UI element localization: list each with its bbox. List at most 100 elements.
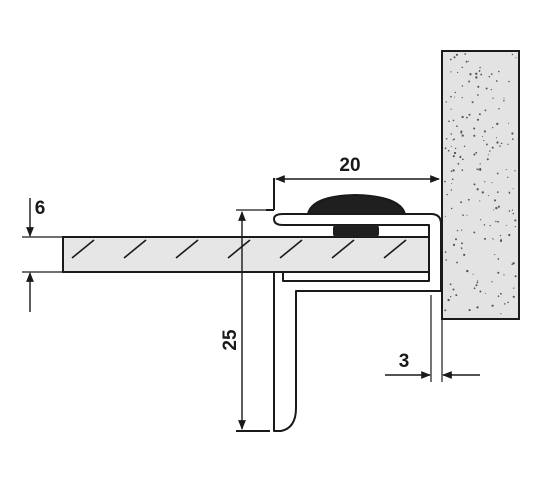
speckle-dot — [460, 130, 463, 133]
speckle-dot — [507, 176, 509, 178]
speckle-dot — [450, 189, 453, 191]
speckle-dot — [461, 134, 464, 137]
speckle-dot — [454, 96, 456, 98]
height-label: 25 — [220, 329, 241, 351]
speckle-dot — [461, 169, 464, 171]
speckle-dot — [476, 188, 479, 191]
speckle-dot — [512, 295, 515, 298]
speckle-dot — [450, 108, 452, 110]
speckle-dot — [495, 206, 498, 210]
speckle-dot — [468, 309, 471, 312]
speckle-dot — [454, 91, 456, 94]
speckle-dot — [481, 191, 484, 194]
speckle-dot — [486, 158, 489, 161]
wall-texture — [444, 53, 517, 315]
speckle-dot — [497, 271, 500, 274]
speckle-dot — [500, 238, 502, 241]
speckle-dot — [499, 239, 503, 243]
speckle-dot — [515, 57, 517, 59]
speckle-dot — [491, 304, 494, 307]
speckle-dot — [453, 151, 457, 155]
speckle-dot — [480, 219, 482, 221]
speckle-dot — [498, 107, 500, 110]
speckle-dot — [473, 127, 476, 130]
speckle-dot — [485, 143, 488, 146]
speckle-dot — [508, 210, 511, 212]
speckle-dot — [461, 242, 463, 245]
speckle-dot — [452, 243, 456, 246]
speckle-dot — [450, 145, 452, 147]
speckle-dot — [456, 261, 458, 264]
speckle-dot — [450, 71, 452, 73]
floor-board — [62, 236, 432, 273]
speckle-dot — [478, 70, 480, 72]
speckle-dot — [495, 137, 498, 139]
hatch-line — [331, 239, 355, 259]
speckle-dot — [503, 274, 505, 276]
hatch-line — [175, 239, 199, 259]
speckle-dot — [444, 309, 447, 312]
wall-block — [441, 50, 520, 320]
speckle-dot — [451, 183, 453, 185]
speckle-dot — [508, 233, 511, 237]
speckle-dot — [483, 139, 485, 142]
speckle-dot — [495, 80, 498, 82]
speckle-dot — [452, 169, 455, 172]
speckle-dot — [456, 71, 459, 74]
speckle-dot — [514, 219, 517, 222]
speckle-dot — [508, 122, 510, 124]
speckle-dot — [479, 169, 482, 171]
speckle-dot — [461, 66, 464, 69]
speckle-dot — [493, 199, 497, 202]
speckle-dot — [503, 303, 506, 305]
speckle-dot — [447, 298, 450, 302]
seal-dome — [306, 193, 407, 215]
speckle-dot — [491, 146, 494, 149]
seal-foot — [333, 225, 379, 237]
speckle-dot — [512, 262, 515, 265]
speckle-dot — [452, 155, 455, 158]
speckle-dot — [449, 283, 452, 286]
dimension-height: 25 — [220, 209, 270, 432]
speckle-dot — [508, 80, 510, 83]
speckle-dot — [496, 122, 499, 126]
speckle-dot — [503, 97, 505, 99]
hatch-line — [123, 239, 147, 259]
speckle-dot — [499, 234, 502, 237]
speckle-dot — [473, 231, 476, 234]
speckle-dot — [497, 205, 500, 208]
speckle-dot — [461, 97, 463, 99]
speckle-dot — [456, 229, 459, 232]
speckle-dot — [460, 201, 463, 204]
hatch-line — [383, 239, 407, 259]
speckle-dot — [496, 141, 499, 144]
speckle-dot — [479, 163, 481, 165]
speckle-dot — [500, 292, 502, 295]
speckle-dot — [480, 73, 483, 76]
speckle-dot — [451, 178, 454, 180]
speckle-dot — [500, 313, 502, 315]
speckle-dot — [506, 224, 508, 227]
speckle-dot — [494, 254, 496, 256]
speckle-dot — [444, 215, 446, 217]
speckle-dot — [475, 284, 478, 287]
speckle-dot — [465, 60, 468, 63]
speckle-dot — [467, 60, 470, 62]
hatch-line — [279, 239, 303, 259]
speckle-dot — [466, 269, 469, 273]
speckle-dot — [479, 200, 481, 202]
speckle-dot — [460, 247, 463, 249]
speckle-dot — [511, 132, 514, 135]
speckle-dot — [511, 263, 513, 266]
speckle-dot — [496, 172, 499, 175]
speckle-dot — [484, 109, 487, 112]
speckle-dot — [455, 238, 457, 241]
speckle-dot — [466, 214, 468, 216]
gap-label: 3 — [399, 351, 410, 372]
speckle-dot — [456, 125, 458, 128]
speckle-dot — [490, 88, 493, 91]
speckle-dot — [444, 251, 447, 253]
speckle-dot — [448, 120, 450, 123]
speckle-dot — [477, 280, 479, 282]
speckle-dot — [481, 135, 484, 138]
